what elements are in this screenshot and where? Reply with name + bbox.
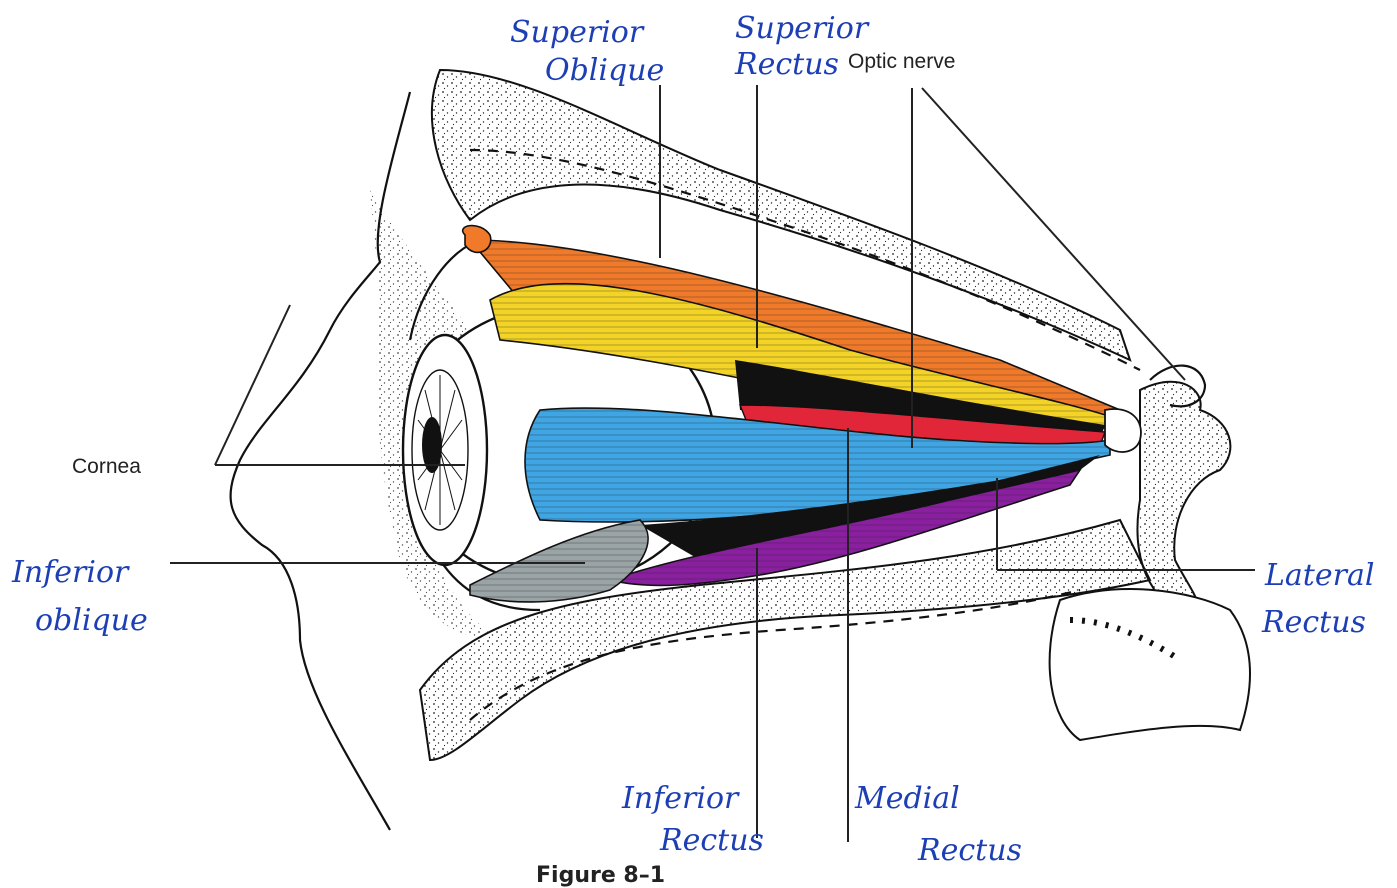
label-inferior-oblique-1: Inferior (11, 555, 130, 590)
sinus-bone (1050, 589, 1250, 740)
figure-caption: Figure 8–1 (536, 863, 665, 888)
label-superior-oblique-1: Superior (510, 15, 645, 50)
label-medial-rectus-2: Rectus (917, 833, 1022, 868)
trochlea (463, 226, 491, 253)
label-inferior-rectus-2: Rectus (659, 823, 764, 858)
label-superior-rectus-2: Rectus (734, 47, 839, 82)
label-optic-nerve: Optic nerve (848, 50, 955, 73)
annulus-apex (1105, 409, 1141, 452)
label-inferior-oblique-2: oblique (35, 603, 148, 638)
nasal-bone (1137, 366, 1230, 620)
label-lateral-rectus-1: Lateral (1264, 558, 1374, 593)
label-superior-rectus-1: Superior (735, 11, 870, 46)
label-cornea: Cornea (72, 455, 141, 478)
label-medial-rectus-1: Medial (854, 781, 960, 816)
label-lateral-rectus-2: Rectus (1261, 605, 1366, 640)
label-superior-oblique-2: Oblique (545, 53, 664, 88)
label-inferior-rectus-1: Inferior (621, 781, 740, 816)
